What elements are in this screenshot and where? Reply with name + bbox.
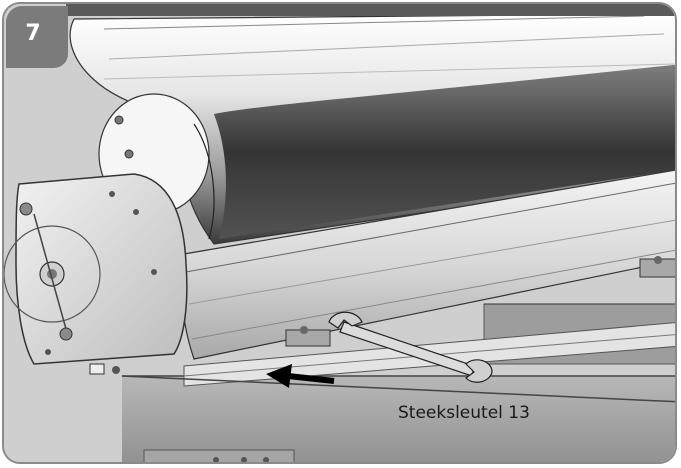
direction-arrow-icon: [266, 364, 335, 388]
rail-clamps: [285, 256, 675, 347]
assembly-illustration: [4, 4, 675, 462]
step-number-badge: 7: [6, 6, 68, 68]
instruction-panel: 7 Steeksleutel 13: [2, 2, 677, 464]
wrench-size-label: Steeksleutel 13: [398, 403, 530, 423]
end-bracket: [4, 115, 188, 375]
wrench-icon: [328, 311, 493, 383]
cabinet-box: [122, 303, 675, 462]
